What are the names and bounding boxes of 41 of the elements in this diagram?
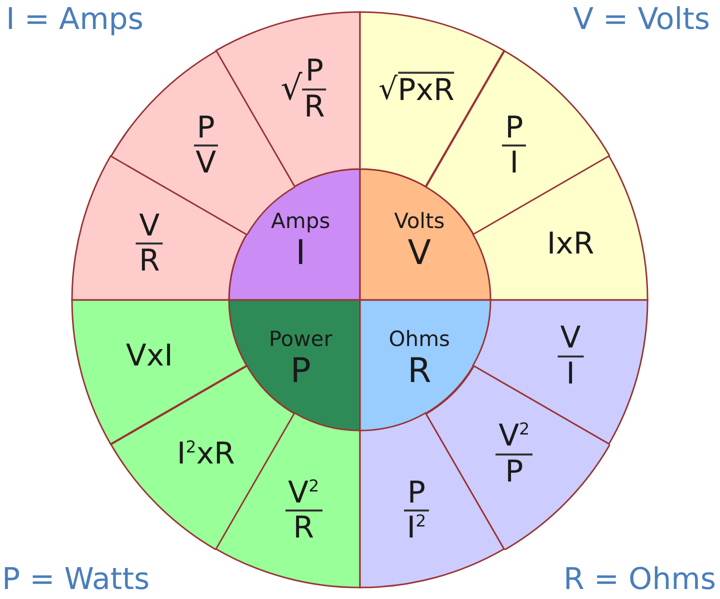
- quantity-sector: [359, 299, 492, 432]
- unit-legend-text: R = Ohms: [563, 562, 716, 597]
- formula-numerator: P: [302, 56, 326, 90]
- formula-denominator: V: [196, 146, 216, 180]
- formula-numerator: V$^{2}$: [496, 420, 533, 456]
- formula-numerator: P: [194, 112, 218, 147]
- formula: PxR: [398, 72, 454, 107]
- formula-denominator: R: [304, 90, 325, 123]
- formula-denominator: P: [505, 455, 524, 488]
- quantity-symbol: V: [408, 236, 432, 272]
- formula-numerator: V: [136, 210, 163, 245]
- formula-sector: [472, 299, 649, 445]
- quantity-name: Power: [268, 328, 332, 351]
- root-sign: √: [378, 74, 398, 106]
- formula-denominator: I$^{2}$: [406, 512, 426, 544]
- quantity-sector: [359, 168, 492, 301]
- formula: IxR: [546, 228, 594, 260]
- formula-denominator: R: [293, 512, 314, 544]
- formula: I$^{2}$xR: [176, 438, 235, 470]
- unit-legend-text: I = Amps: [6, 2, 144, 37]
- root-sign: √: [280, 72, 302, 108]
- quantity-symbol: R: [408, 354, 432, 390]
- formula-numerator: P: [502, 112, 526, 147]
- formula-denominator: I: [566, 357, 575, 390]
- quantity-name: Ohms: [388, 328, 450, 351]
- formula-sector: [215, 11, 361, 188]
- formula-sector: [359, 11, 505, 188]
- unit-legend-text: V = Volts: [572, 2, 710, 37]
- quantity-symbol: P: [290, 354, 311, 390]
- quantity-symbol: I: [296, 236, 306, 272]
- formula-denominator: R: [138, 244, 160, 278]
- formula-numerator: P: [404, 477, 428, 512]
- quantity-name: Volts: [394, 210, 445, 232]
- formula-numerator: V: [557, 322, 584, 358]
- formula: VxI: [126, 340, 173, 372]
- unit-legend-text: P = Watts: [2, 562, 150, 597]
- formula-numerator: V$^{2}$: [285, 477, 322, 512]
- formula-denominator: I: [510, 146, 519, 180]
- quantity-name: Amps: [271, 210, 330, 232]
- quantity-sector: [228, 299, 361, 432]
- quantity-sector: [228, 168, 361, 301]
